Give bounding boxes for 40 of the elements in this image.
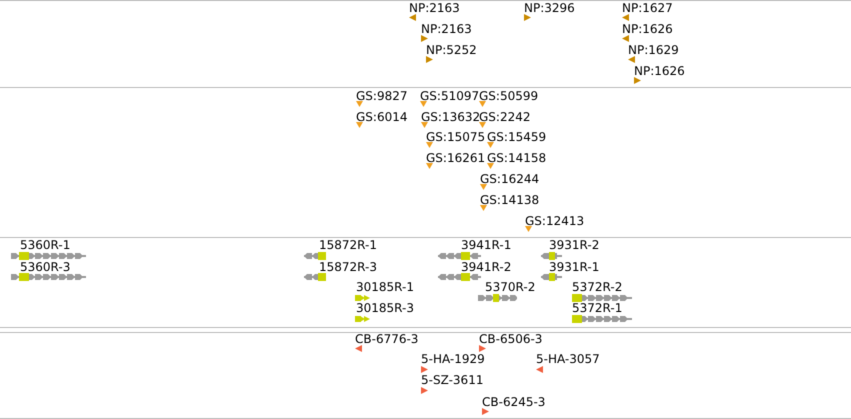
feature-label: GS:16261 bbox=[426, 151, 486, 165]
feature-label: 5-SZ-3611 bbox=[421, 373, 484, 387]
feature-label: 15872R-1 bbox=[319, 238, 377, 252]
feature-label: 3941R-2 bbox=[461, 260, 512, 274]
feature-label: GS:12413 bbox=[525, 214, 584, 228]
feature-label: 5372R-2 bbox=[572, 280, 622, 294]
feature-label: 3931R-1 bbox=[549, 260, 600, 274]
feature-label: NP:1626 bbox=[622, 22, 673, 36]
feature-label: 5360R-1 bbox=[20, 238, 70, 252]
feature-label: NP:1629 bbox=[628, 43, 679, 57]
feature-label: GS:9827 bbox=[356, 89, 408, 103]
feature-label: CB-6776-3 bbox=[355, 332, 418, 346]
feature-label: GS:15075 bbox=[426, 130, 486, 144]
feature-label: GS:14158 bbox=[487, 151, 546, 165]
feature-label: 5-HA-1929 bbox=[421, 352, 485, 366]
feature-label: 5-HA-3057 bbox=[536, 352, 600, 366]
feature-label: NP:2163 bbox=[409, 1, 460, 15]
feature-label: GS:51097 bbox=[420, 89, 480, 103]
feature-label: 3941R-1 bbox=[461, 238, 512, 252]
feature-label: NP:1627 bbox=[622, 1, 673, 15]
feature-label: CB-6506-3 bbox=[479, 332, 542, 346]
feature-label: GS:6014 bbox=[356, 110, 408, 124]
feature-label: NP:3296 bbox=[524, 1, 575, 15]
feature-label: 5360R-3 bbox=[20, 260, 70, 274]
feature-label: GS:14138 bbox=[480, 193, 540, 207]
feature-label: NP:5252 bbox=[426, 43, 477, 57]
feature-label: 5372R-1 bbox=[572, 301, 622, 315]
feature-label: 30185R-1 bbox=[356, 280, 414, 294]
feature-label: CB-6245-3 bbox=[482, 395, 546, 409]
feature-label: GS:13632 bbox=[421, 110, 480, 124]
feature-label: NP:2163 bbox=[421, 22, 472, 36]
feature-label: GS:2242 bbox=[479, 110, 530, 124]
feature-label: GS:15459 bbox=[487, 130, 546, 144]
feature-label: GS:16244 bbox=[480, 172, 540, 186]
feature-label: NP:1626 bbox=[634, 64, 685, 78]
feature-label: 15872R-3 bbox=[319, 260, 377, 274]
feature-label: 5370R-2 bbox=[485, 280, 536, 294]
feature-label: GS:50599 bbox=[479, 89, 538, 103]
feature-label: 3931R-2 bbox=[549, 238, 600, 252]
feature-label: 30185R-3 bbox=[356, 301, 414, 315]
